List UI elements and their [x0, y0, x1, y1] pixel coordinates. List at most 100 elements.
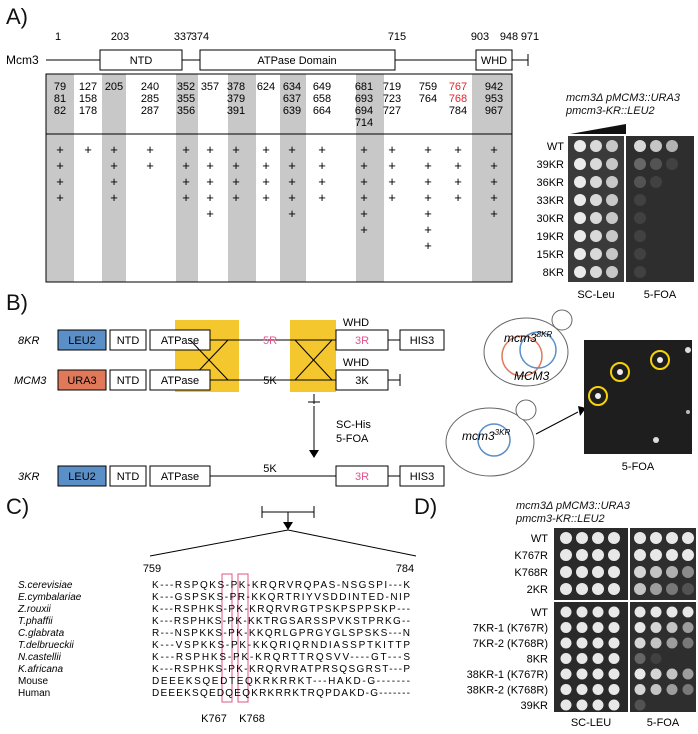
plus-mark: + [318, 158, 326, 173]
svg-text:NTD: NTD [130, 55, 153, 67]
strain-33KR: 33KR [536, 195, 564, 207]
plus-mark: + [360, 222, 368, 237]
svg-text:WHD: WHD [481, 55, 507, 67]
sequence-9: DEEEKSQEDQEQKRKRRKTRQPDAKD-G------- [152, 688, 410, 699]
residue-81: 81 [54, 93, 66, 105]
colony-spot [606, 194, 618, 206]
strain-d-bottom-0: WT [531, 607, 548, 619]
colony-spot [666, 606, 678, 618]
plus-mark: + [262, 158, 270, 173]
svg-text:LEU2: LEU2 [68, 471, 96, 483]
residue-240: 240 [141, 81, 159, 93]
colony-spot [606, 140, 618, 152]
sequence-4: R---NSPKKS-PK-KKQRLGPRGYGLSPSKS---N [152, 628, 410, 639]
residue-727: 727 [383, 105, 401, 117]
plate-label: 5-FOA [622, 461, 655, 473]
colony-spot [592, 583, 604, 595]
plus-mark: + [288, 206, 296, 221]
plus-mark: + [288, 190, 296, 205]
residue-82: 82 [54, 105, 66, 117]
colony-spot [682, 668, 694, 680]
colony-spot [682, 549, 694, 561]
residue-378: 378 [227, 81, 245, 93]
colony-spot [634, 194, 646, 206]
colony-spot [576, 699, 588, 711]
plus-mark: + [206, 142, 214, 157]
residue-759: 759 [419, 81, 437, 93]
colony-spot [592, 606, 604, 618]
residue-723: 723 [383, 93, 401, 105]
colony-spot [560, 566, 572, 578]
colony-spot [634, 230, 646, 242]
k767-box [221, 573, 233, 703]
plus-mark: + [262, 174, 270, 189]
residue-764: 764 [419, 93, 437, 105]
plus-mark: + [110, 174, 118, 189]
residue-287: 287 [141, 105, 159, 117]
sequence-2: K---RSPHKS-PK-KRQRVRGTPSKPSPPSKP--- [152, 604, 410, 615]
sequence-6: K---RSPHKS-PK-KRQRTTRQSVV----GT---S [152, 652, 410, 663]
plus-mark: + [262, 142, 270, 157]
colony-spot [560, 606, 572, 618]
strain-d-bottom-4: 38KR-1 (K767R) [467, 669, 548, 681]
plus-mark: + [424, 238, 432, 253]
colony-spot [634, 140, 646, 152]
species-7: K.africana [18, 664, 63, 675]
svg-text:ATPase Domain: ATPase Domain [257, 55, 336, 67]
residue-357: 357 [201, 81, 219, 93]
residue-637: 637 [283, 93, 301, 105]
colony-spot [592, 622, 604, 633]
panel-label-b: B) [6, 290, 28, 315]
colony-spot [560, 583, 572, 595]
svg-text:3R: 3R [355, 335, 369, 347]
residue-79: 79 [54, 81, 66, 93]
plus-mark: + [232, 174, 240, 189]
ntd-box [109, 329, 147, 351]
plus-mark: + [318, 142, 326, 157]
plus-mark: + [232, 190, 240, 205]
strain-d-top-2: K768R [514, 567, 548, 579]
seq-end: 784 [396, 563, 414, 575]
colony-spot [590, 158, 602, 170]
plus-mark: + [56, 142, 64, 157]
media-sc-leu-d: SC-LEU [571, 717, 611, 729]
plus-mark: + [206, 174, 214, 189]
strain-36KR: 36KR [536, 177, 564, 189]
colony-spot [574, 194, 586, 206]
strain-WT: WT [547, 141, 564, 153]
ntd-domain [99, 49, 183, 71]
plus-mark: + [360, 174, 368, 189]
strain-19KR: 19KR [536, 231, 564, 243]
colony-spot [608, 653, 620, 664]
spot-title-d: mcm3Δ pMCM3::URA3 pmcm3-KR::LEU2 [516, 500, 630, 525]
plus-mark: + [146, 142, 154, 157]
colony-spot [574, 266, 586, 278]
colony-spot [608, 622, 620, 633]
residue-158: 158 [79, 93, 97, 105]
colony-spot [592, 653, 604, 664]
plus-mark: + [490, 206, 498, 221]
plus-mark: + [182, 158, 190, 173]
species-6: N.castellii [18, 652, 62, 663]
residue-178: 178 [79, 105, 97, 117]
residue-379: 379 [227, 93, 245, 105]
panel-label-a: A) [6, 4, 28, 29]
residue-352: 352 [177, 81, 195, 93]
colony-spot [560, 532, 572, 544]
colony-spot [606, 230, 618, 242]
label-k767: K767 [201, 713, 227, 725]
residue-391: 391 [227, 105, 245, 117]
colony-spot [574, 230, 586, 242]
residue-205: 205 [105, 81, 123, 93]
pos-948: 948 [500, 31, 518, 43]
selection-5foa: 5-FOA [336, 433, 369, 445]
colony-spot [682, 622, 694, 633]
colony-spot [608, 699, 620, 711]
svg-text:3R: 3R [355, 471, 369, 483]
colony-spot [682, 583, 694, 595]
residue-634: 634 [283, 81, 301, 93]
colony-spot [634, 176, 646, 188]
colony-spot [592, 699, 604, 711]
svg-text:ATPase: ATPase [161, 471, 199, 483]
